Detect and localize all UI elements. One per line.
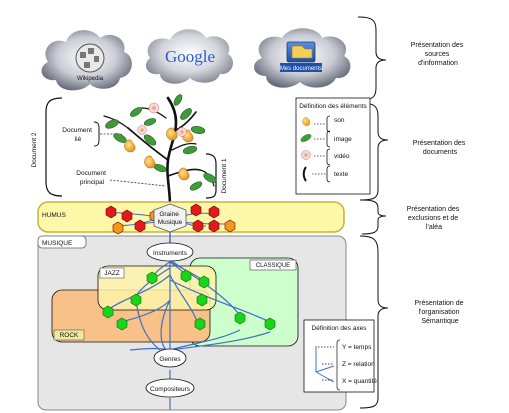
green-hex [102, 305, 114, 319]
green-hex [264, 317, 276, 331]
wikipedia-label: Wikipedia [77, 76, 104, 82]
document2-label: Document 2 [31, 132, 38, 167]
mes-documents-cloud[interactable]: Mes documents [254, 28, 351, 88]
brace-sources [357, 16, 387, 101]
green-hex [180, 269, 192, 283]
legend-item-image: image [300, 130, 352, 148]
axis-y-label: Y = temps [342, 344, 372, 351]
green-hex [194, 317, 206, 331]
svg-text:texte: texte [334, 171, 348, 178]
axes-legend: Définition des axes Y = temps Z = relati… [303, 319, 377, 393]
brace-humus [361, 199, 387, 235]
red-hex [134, 219, 146, 233]
sources-section: Wikipedia Google Mes documents [41, 28, 351, 91]
right-braces [357, 16, 389, 409]
humus-hexes [105, 203, 236, 235]
doc-principal-label: Document principal [76, 170, 107, 186]
folder-icon [286, 41, 316, 63]
svg-text:Instruments: Instruments [153, 250, 188, 257]
green-hex [116, 317, 128, 331]
caption-humus: Présentation des exclusions et de l'aléa [407, 206, 462, 231]
pear-icon [302, 117, 311, 127]
document1-label: Document 1 [221, 158, 228, 193]
google-logo-label: Google [165, 47, 215, 66]
legend-item-video: vidéo [301, 148, 350, 166]
wikipedia-cloud[interactable]: Wikipedia [41, 30, 132, 91]
axis-x-label: X = quantité [342, 378, 377, 385]
red-hex [192, 219, 204, 233]
flower-icons [137, 102, 187, 137]
documents-section: Document 2 Document 1 Document lié Docum… [31, 94, 228, 208]
svg-text:son: son [334, 117, 345, 124]
red-hex [190, 203, 202, 217]
svg-text:Graine Musique: Graine Musique [158, 211, 183, 226]
genres-node[interactable]: Genres [153, 348, 187, 368]
compositeurs-node[interactable]: Compositeurs [145, 378, 195, 398]
green-hex [198, 275, 210, 289]
caption-sources: Présentation des sources d'information [411, 42, 466, 67]
caption-documents: Présentation des documents [413, 140, 468, 156]
mes-documents-label: Mes documents [280, 66, 322, 72]
graine-musique-node[interactable]: Graine Musique [153, 203, 187, 233]
svg-text:vidéo: vidéo [334, 153, 350, 160]
leaf-icon [300, 134, 312, 142]
green-hex [196, 293, 208, 307]
green-hexes [102, 269, 276, 331]
svg-text:Genres: Genres [159, 356, 181, 363]
svg-text:image: image [334, 136, 352, 143]
legend-item-texte: texte [302, 165, 348, 183]
elements-legend-title: Définition des éléments [299, 103, 367, 110]
tree-branches [103, 96, 215, 208]
document2-bracket [45, 97, 63, 197]
green-hex [234, 311, 246, 325]
red-hex [121, 209, 133, 223]
leaf-icons [105, 94, 217, 191]
jazz-label: JAZZ [104, 270, 120, 277]
brace-documents [359, 102, 389, 201]
red-hex [208, 205, 220, 219]
humus-label: HUMUS [42, 212, 66, 219]
green-hex [130, 293, 142, 307]
google-cloud[interactable]: Google [145, 29, 234, 84]
branch-icon [302, 166, 307, 182]
musique-section: MUSIQUE CLASSIQUE ROCK JAZZ [37, 232, 347, 411]
brace-musique [359, 235, 389, 409]
axis-z-label: Z = relation [342, 361, 375, 368]
orange-hex [224, 219, 236, 233]
red-hex [208, 219, 220, 233]
flower-icon [301, 150, 311, 160]
axes-legend-title: Définition des axes [312, 325, 368, 332]
elements-legend: Définition des éléments son image vidéo … [295, 97, 371, 195]
red-hex [105, 205, 117, 219]
document1-bracket [205, 153, 217, 199]
classique-label: CLASSIQUE [256, 263, 290, 269]
doc-lie-label: Document lié [62, 127, 93, 143]
svg-text:Compositeurs: Compositeurs [150, 386, 191, 393]
wikipedia-globe-icon [75, 43, 105, 73]
green-hex [146, 271, 158, 285]
humus-band: HUMUS Graine [37, 201, 345, 235]
rock-label: ROCK [60, 332, 79, 339]
orange-hex [112, 221, 124, 235]
instruments-node[interactable]: Instruments [146, 242, 194, 262]
pear-icons [124, 127, 194, 181]
caption-musique: Présentation de l'organisation Sémantiqu… [415, 300, 466, 325]
musique-label: MUSIQUE [42, 240, 73, 247]
